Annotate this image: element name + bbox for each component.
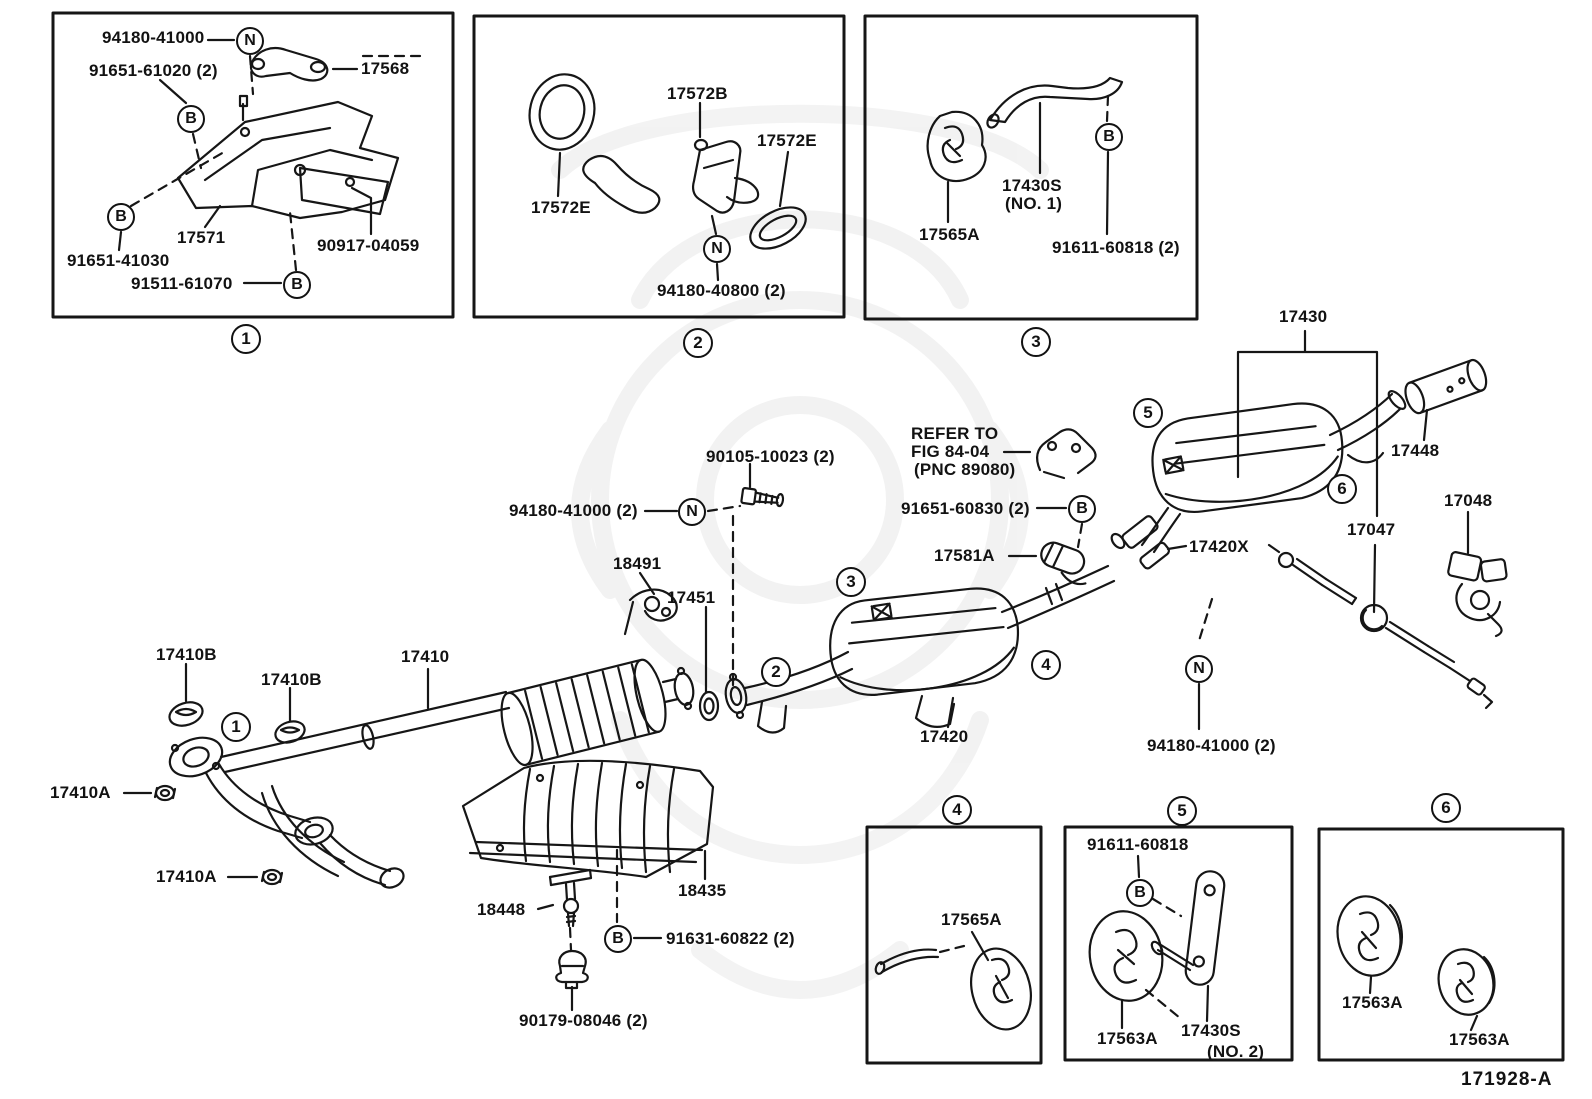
gasket-17410b-drawings: [168, 701, 306, 744]
callout-b-icon: B: [1068, 495, 1096, 523]
part-label-17563a-right: 17563A: [1449, 1030, 1510, 1049]
part-label-91611-60818: 91611-60818 (2): [1052, 238, 1180, 257]
center-muffler-drawing: [829, 506, 1182, 729]
view-number-2: 2: [683, 328, 713, 358]
refer-note-line3: (PNC 89080): [914, 460, 1016, 479]
part-label-17410a-1: 17410A: [50, 783, 111, 802]
part-label-94180-41000-left: 94180-41000 (2): [509, 501, 638, 520]
refer-note-line1: REFER TO: [911, 424, 999, 443]
part-label-94180-40800: 94180-40800 (2): [657, 281, 786, 300]
view-number-4: 4: [942, 795, 972, 825]
part-label-17565a-inset4: 17565A: [941, 910, 1002, 929]
part-label-17410: 17410: [401, 647, 450, 666]
part-label-17047: 17047: [1347, 520, 1396, 539]
part-label-17430: 17430: [1279, 307, 1328, 326]
part-label-17430s-no2: 17430S: [1181, 1021, 1241, 1040]
part-label-18448: 18448: [477, 900, 526, 919]
part-label-91651-60830: 91651-60830 (2): [901, 499, 1030, 518]
part-label-18435: 18435: [678, 881, 727, 900]
gasket-17451-drawing: [698, 690, 720, 722]
part-label-17430s-no1-suffix: (NO. 1): [1005, 194, 1063, 213]
inset6-art: [1336, 895, 1496, 1032]
inset4-art: [874, 930, 1032, 1031]
part-label-17581a: 17581A: [934, 546, 995, 565]
bolt-18448-drawing: [548, 868, 593, 928]
part-label-90105-10023: 90105-10023 (2): [706, 447, 835, 466]
callout-n-icon: N: [678, 498, 706, 526]
part-label-18491: 18491: [613, 554, 662, 573]
part-label-91511-61070: 91511-61070: [131, 274, 233, 293]
drawing-number: 171928-A: [1461, 1069, 1553, 1090]
callout-b-icon: B: [177, 105, 205, 133]
rear-muffler-drawing: [1151, 390, 1407, 513]
leader-lines: [122, 329, 1470, 1012]
part-label-17572b: 17572B: [667, 84, 728, 103]
view-number-5: 5: [1167, 796, 1197, 826]
inset5-art: [1088, 854, 1226, 1030]
callout-b-icon: B: [283, 271, 311, 299]
part-label-17048: 17048: [1444, 491, 1493, 510]
view-number-1-main: 1: [221, 712, 251, 742]
view-number-1: 1: [231, 324, 261, 354]
inset-boxes: [51, 11, 1565, 1065]
inset1-art: [117, 38, 423, 285]
view-number-6-main: 6: [1327, 474, 1357, 504]
part-label-17430s-no2-suffix: (NO. 2): [1207, 1042, 1265, 1061]
view-number-4-main: 4: [1031, 650, 1061, 680]
watermark: [551, 104, 1049, 999]
part-label-17451: 17451: [667, 588, 716, 607]
view-number-2-main: 2: [761, 657, 791, 687]
callout-b-icon: B: [107, 203, 135, 231]
part-label-17572e-left: 17572E: [531, 198, 591, 217]
catalytic-converter-drawing: [500, 650, 854, 767]
nut-17410a-drawings: [153, 784, 284, 886]
part-label-17563a-left: 17563A: [1342, 993, 1403, 1012]
part-label-17565a: 17565A: [919, 225, 980, 244]
part-label-17568: 17568: [361, 59, 410, 78]
view-number-6: 6: [1431, 793, 1461, 823]
inset2-art: [528, 73, 807, 282]
part-label-17572e-right: 17572E: [757, 131, 817, 150]
part-label-90179-08046: 90179-08046 (2): [519, 1011, 648, 1030]
part-label-91651-41030: 91651-41030: [67, 251, 170, 270]
part-label-91611-60818-inset5: 91611-60818: [1087, 835, 1189, 854]
view-number-3: 3: [1021, 327, 1051, 357]
callout-n-icon: N: [703, 235, 731, 263]
part-label-90917-04059: 90917-04059: [317, 236, 420, 255]
tailpipe-tip-drawing: [1404, 358, 1488, 415]
part-label-17430s-no1: 17430S: [1002, 176, 1062, 195]
part-label-17410b-1: 17410B: [156, 645, 217, 664]
part-label-17571: 17571: [177, 228, 226, 247]
callout-b-icon: B: [604, 925, 632, 953]
part-label-17420x: 17420X: [1189, 537, 1249, 556]
heat-shield-drawing: [461, 759, 715, 879]
callout-n-icon: N: [236, 27, 264, 55]
inset3-art: [926, 76, 1124, 236]
bolt-90105-drawing: [740, 487, 785, 508]
part-label-91631-60822: 91631-60822 (2): [666, 929, 795, 948]
grommet-90179-drawing: [555, 949, 589, 990]
part-label-94180-41000: 94180-41000: [102, 28, 205, 47]
part-label-17420: 17420: [920, 727, 969, 746]
pipe-clamp-drawing: [1447, 551, 1508, 638]
callout-n-icon: N: [1185, 655, 1213, 683]
callout-b-icon: B: [1126, 879, 1154, 907]
refer-bracket-drawing: [1035, 428, 1097, 480]
callout-b-icon: B: [1095, 123, 1123, 151]
fasteners-drawing: [153, 428, 1097, 990]
front-pipe-drawing: [168, 690, 511, 889]
part-label-17563a-inset5: 17563A: [1097, 1029, 1158, 1048]
part-label-17410b-2: 17410B: [261, 670, 322, 689]
refer-note-line2: FIG 84-04: [911, 442, 990, 461]
control-cable-drawing: [1267, 543, 1494, 710]
part-label-94180-41000-right: 94180-41000 (2): [1147, 736, 1276, 755]
part-label-91651-61020: 91651-61020 (2): [89, 61, 218, 80]
view-number-5-main: 5: [1133, 398, 1163, 428]
part-label-17448: 17448: [1391, 441, 1440, 460]
view-number-3-main: 3: [836, 567, 866, 597]
support-17581a-drawing: [1040, 541, 1087, 586]
part-label-17410a-2: 17410A: [156, 867, 217, 886]
